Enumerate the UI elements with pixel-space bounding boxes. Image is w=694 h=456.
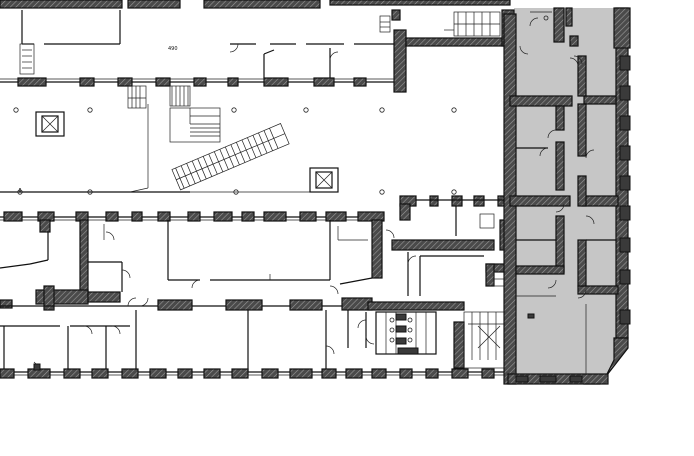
service-core: [371, 195, 515, 296]
lower-center-rooms: [167, 220, 373, 295]
lower-corridor-wall: [0, 297, 373, 311]
middle-corridor-wall: [0, 211, 385, 222]
bottom-outer-wall: [0, 363, 510, 379]
right-wing-walls: [503, 7, 631, 385]
upper-staircase: [127, 85, 290, 191]
upper-rooms: 490: [19, 10, 501, 78]
central-hall: [0, 104, 457, 195]
upper-corridor-wall: [0, 77, 394, 87]
lower-left-rooms: [0, 219, 131, 311]
top-walls: [0, 0, 515, 93]
lower-offices: [0, 310, 335, 372]
restroom-block: [347, 301, 511, 369]
room-number-label: 490: [168, 46, 178, 52]
